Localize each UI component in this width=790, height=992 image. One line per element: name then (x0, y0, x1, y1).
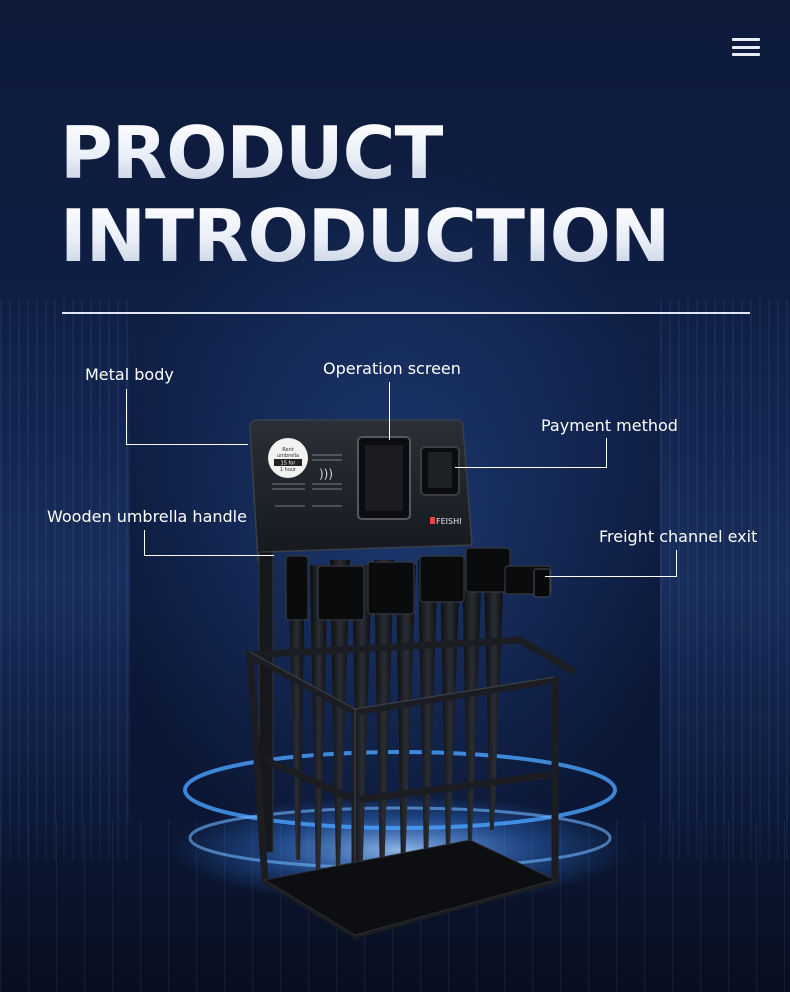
callout-line-payment-method (606, 438, 607, 468)
callout-line-wooden-handle (144, 555, 274, 556)
nfc-icon: ))) (319, 467, 333, 481)
label-operation-screen: Operation screen (323, 359, 461, 378)
callout-line-freight-exit (676, 550, 677, 577)
title-divider (62, 312, 750, 314)
sticker-text: umbrella (277, 453, 299, 459)
payment-reader-face (428, 452, 452, 488)
page-title-line-2: INTRODUCTION (60, 194, 670, 278)
menu-bar (732, 38, 760, 41)
label-metal-body: Metal body (85, 365, 174, 384)
background-wall-right (660, 300, 790, 860)
label-freight-channel-exit: Freight channel exit (599, 527, 758, 546)
callout-line-metal-body (126, 389, 127, 445)
callout-line-payment-method (455, 467, 607, 468)
umbrella (288, 560, 305, 860)
instruction-text-lines (272, 454, 342, 507)
umbrella (418, 560, 438, 860)
price-sticker (268, 438, 308, 478)
callout-line-wooden-handle (144, 530, 145, 556)
freight-channel-exit (533, 568, 551, 598)
umbrella (462, 560, 482, 840)
background-wall-left (0, 300, 130, 860)
menu-bar (732, 53, 760, 56)
basket-base (263, 839, 557, 936)
hamburger-menu-icon[interactable] (732, 38, 760, 56)
callout-line-operation-screen (389, 382, 390, 440)
callout-line-metal-body (126, 444, 248, 445)
sticker-text: Rent (282, 447, 293, 453)
brand-mark (430, 517, 435, 524)
screen-glass (365, 445, 403, 511)
label-wooden-umbrella-handle: Wooden umbrella handle (47, 507, 247, 526)
page-title-line-1: PRODUCT (60, 111, 444, 195)
label-payment-method: Payment method (541, 416, 678, 435)
umbrella (484, 565, 504, 830)
brand-logo: FEISHI (436, 517, 461, 526)
umbrella (440, 565, 460, 850)
menu-bar (732, 45, 760, 49)
umbrella (310, 565, 328, 880)
sticker-text: 15 for (281, 461, 297, 467)
sticker-band (274, 459, 302, 466)
sticker-text: 1 hour (280, 467, 297, 473)
callout-line-freight-exit (545, 576, 677, 577)
